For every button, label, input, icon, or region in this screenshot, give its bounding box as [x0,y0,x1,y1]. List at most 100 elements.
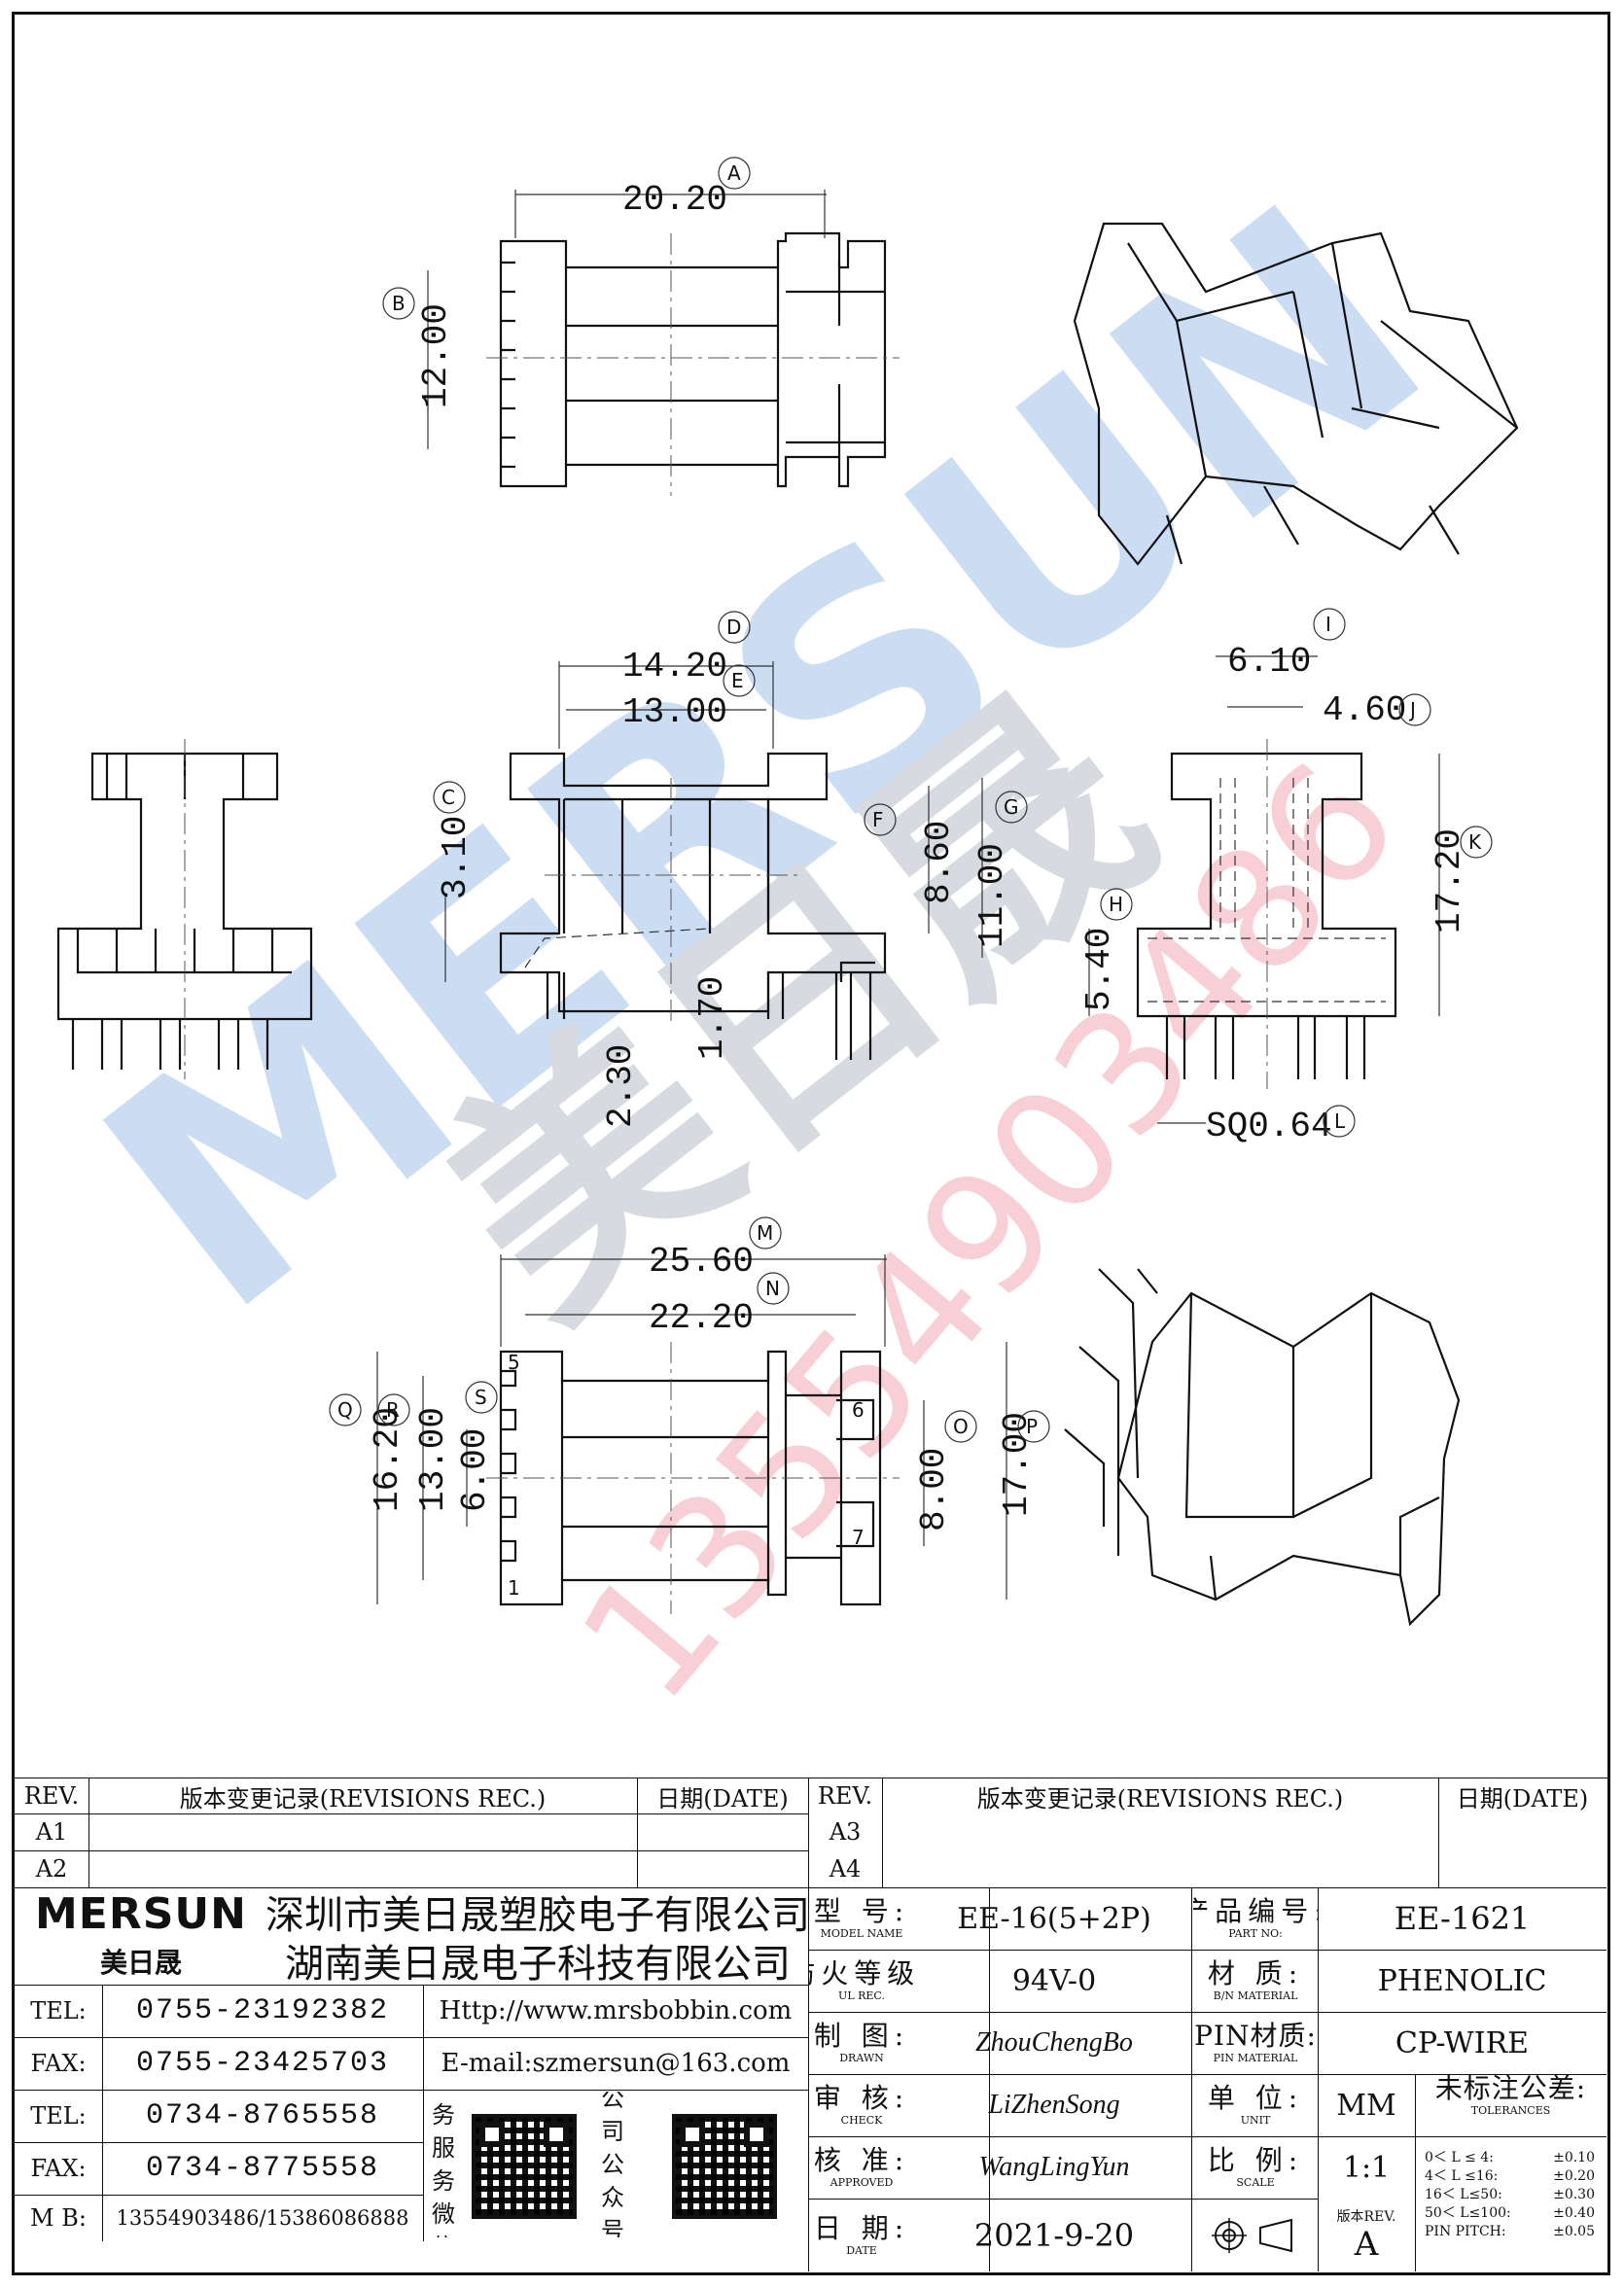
website-link[interactable]: Http://www.mrsbobbin.com [439,1996,793,2025]
rev-right-row-a4: A4 [829,1855,862,1883]
tolerance-row: 50＜ L≤100: ±0.40 [1425,2204,1606,2223]
bubble-p: P [1026,1415,1038,1438]
tel1-value: 0755-23192382 [135,1994,390,2027]
dim-b: 12.00 [416,303,456,408]
tolerance-row: PIN PITCH: ±0.05 [1425,2223,1606,2241]
part-no-label: 产品编号:PART NO: [1193,1895,1318,1940]
bubble-d: D [726,616,741,639]
dim-k: 17.20 [1430,828,1469,933]
company-logo: MERSUN [35,1889,247,1939]
date-label: 日 期:DATE [813,2211,910,2257]
dim-c: 3.10 [436,816,476,899]
company-logo-cn: 美日晟 [99,1946,182,1979]
rev-left-header-rev: REV. [23,1782,80,1810]
pin-material-value: CP-WIRE [1395,2025,1530,2060]
bubble-a: A [727,161,741,185]
side-view-left [56,739,313,1079]
tolerance-range: 0＜ L ≤ 4: [1425,2150,1494,2165]
dim-o: 8.00 [914,1448,954,1531]
bubble-j: J [1408,698,1416,722]
dim-r: 13.00 [413,1407,453,1512]
tolerance-value: ±0.40 [1553,2205,1595,2221]
tolerance-row: 4＜ L ≤16: ±0.20 [1425,2167,1606,2186]
watermark: MERSUN 美日晟 13554903486 [41,136,1489,1737]
drawn-label: 制 图:DRAWN [813,2020,910,2064]
rev-right-row-a3: A3 [829,1818,862,1846]
mb-label: M B: [30,2204,87,2232]
projection-symbol-icon [1193,2199,1318,2271]
unit-label: 单 位:UNIT [1207,2082,1304,2127]
approved-label: 核 准:APPROVED [813,2144,910,2189]
bubble-f: F [872,808,884,831]
dim-h: 5.40 [1079,928,1119,1011]
official-account-qr-code[interactable] [672,2114,777,2219]
bubble-e: E [731,669,744,692]
dim-e: 13.00 [622,692,727,732]
pin-mark-6: 6 [852,1398,865,1422]
ul-label: 防火等级:UL REC. [808,1957,915,2002]
iso-view-top [1073,222,1519,566]
tolerance-row: 16＜ L≤50: ±0.30 [1425,2186,1606,2204]
rev-right-header-rev: REV. [817,1782,873,1810]
bottom-view: 5 1 6 7 25.60 M 22.20 N 16.20 Q 13.00 R … [329,1216,1050,1614]
iso-view-bottom [1064,1268,1461,1627]
qr1-label: 业务服务微信 [432,2092,455,2237]
bubble-g: G [1004,795,1019,819]
wechat-qr-code[interactable] [472,2114,577,2219]
dim-n: 22.20 [649,1298,754,1338]
version-cell: 版本REV. A [1336,2208,1396,2264]
dim-m: 25.60 [649,1242,754,1282]
dim-l: SQ0.64 [1206,1107,1332,1146]
part-no-value: EE-1621 [1394,1900,1531,1937]
email-link[interactable]: E-mail:szmersun@163.com [441,2049,791,2078]
bubble-o: O [953,1415,969,1438]
dim-j: 4.60 [1323,690,1406,730]
fax1-label: FAX: [30,2050,87,2077]
front-view: 14.20 D 13.00 E 3.10 C 2.30 1.70 8.60 F … [433,611,1028,1128]
dim-a: 20.20 [622,180,727,220]
tolerance-value: ±0.30 [1553,2187,1595,2202]
qr2-label: 公司公众号 [601,2092,624,2237]
dim-q: 16.20 [368,1407,407,1512]
bubble-b: B [392,292,406,315]
rev-left-header-date: 日期(DATE) [656,1784,789,1813]
rev-left-row-a2: A2 [35,1855,68,1883]
tolerance-value: ±0.05 [1553,2224,1595,2239]
rev-left-header-rec: 版本变更记录(REVISIONS REC.) [179,1784,547,1813]
dim-f: 8.60 [919,821,959,904]
rev-right-header-date: 日期(DATE) [1456,1784,1589,1813]
bubble-c: C [441,786,455,809]
bubble-i: I [1325,613,1331,636]
dim-pin-gap: 2.30 [601,1044,641,1128]
drawing-frame [12,12,1610,2275]
tel1-label: TEL: [30,1997,87,2024]
tolerance-row: 0＜ L ≤ 4: ±0.10 [1425,2149,1606,2167]
unit-value: MM [1336,2088,1396,2123]
check-value: LiZhenSong [988,2090,1120,2120]
bubble-n: N [765,1277,780,1300]
material-label: 材 质:B/N MATERIAL [1207,1957,1304,2002]
tolerance-label: 未标注公差:TOLERANCES [1434,2074,1587,2117]
tolerance-range: PIN PITCH: [1425,2224,1506,2239]
mb-value: 13554903486/15386086888 [116,2206,409,2230]
pin-mark-1: 1 [508,1576,520,1600]
dim-d: 14.20 [622,647,727,686]
tolerance-value: ±0.20 [1553,2168,1595,2184]
check-label: 审 核:CHECK [813,2082,910,2127]
title-block: REV. 版本变更记录(REVISIONS REC.) 日期(DATE) A1 … [14,1778,1608,2273]
dim-i: 6.10 [1227,642,1311,682]
bubble-k: K [1468,830,1482,854]
bubble-l: L [1334,1109,1346,1133]
model-value: EE-16(5+2P) [957,1901,1151,1936]
model-label: 型 号:MODEL NAME [813,1895,910,1940]
dim-g: 11.00 [972,843,1012,948]
tolerance-value: ±0.10 [1553,2150,1595,2165]
tolerance-range: 50＜ L≤100: [1425,2205,1511,2221]
scale-value: 1:1 [1342,2150,1391,2185]
fax1-value: 0755-23425703 [135,2047,390,2080]
bubble-s: S [475,1386,487,1409]
tolerance-range: 16＜ L≤50: [1425,2187,1502,2202]
bubble-h: H [1109,893,1123,916]
tolerance-range: 4＜ L ≤16: [1425,2168,1499,2184]
material-value: PHENOLIC [1377,1963,1547,1998]
